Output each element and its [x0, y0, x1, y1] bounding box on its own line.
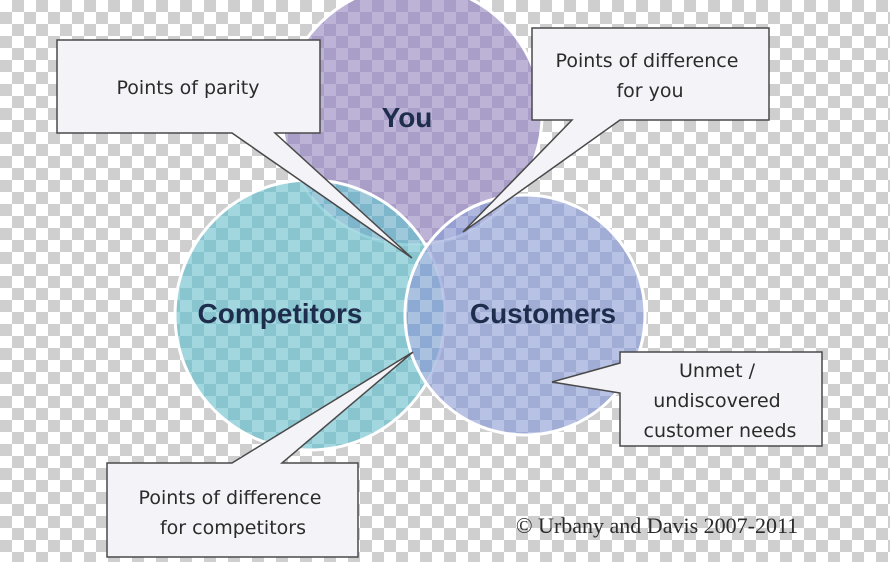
callout-unmet-needs: Unmet / undiscovered customer needs — [551, 351, 823, 447]
callout-parity-shape — [56, 39, 413, 259]
callout-points-of-parity: Points of parity — [56, 39, 413, 259]
callout-unmet-shape — [551, 351, 823, 447]
callout-diff-competitors-shape — [106, 351, 414, 558]
copyright-text: © Urbany and Davis 2007-2011 — [516, 513, 798, 538]
callout-points-of-difference-you: Points of difference for you — [462, 27, 770, 233]
customers-label: Customers — [470, 298, 616, 329]
callout-diff-you-text: Points of difference for you — [556, 50, 745, 102]
callout-points-of-difference-competitors: Points of difference for competitors — [106, 351, 414, 558]
callout-diff-you-shape — [462, 27, 770, 233]
you-label: You — [382, 102, 433, 133]
callout-diff-competitors-text: Points of difference for competitors — [139, 487, 328, 539]
competitors-label: Competitors — [198, 298, 363, 329]
callout-unmet-text: Unmet / undiscovered customer needs — [644, 360, 797, 442]
callout-parity-text: Points of parity — [117, 77, 260, 99]
